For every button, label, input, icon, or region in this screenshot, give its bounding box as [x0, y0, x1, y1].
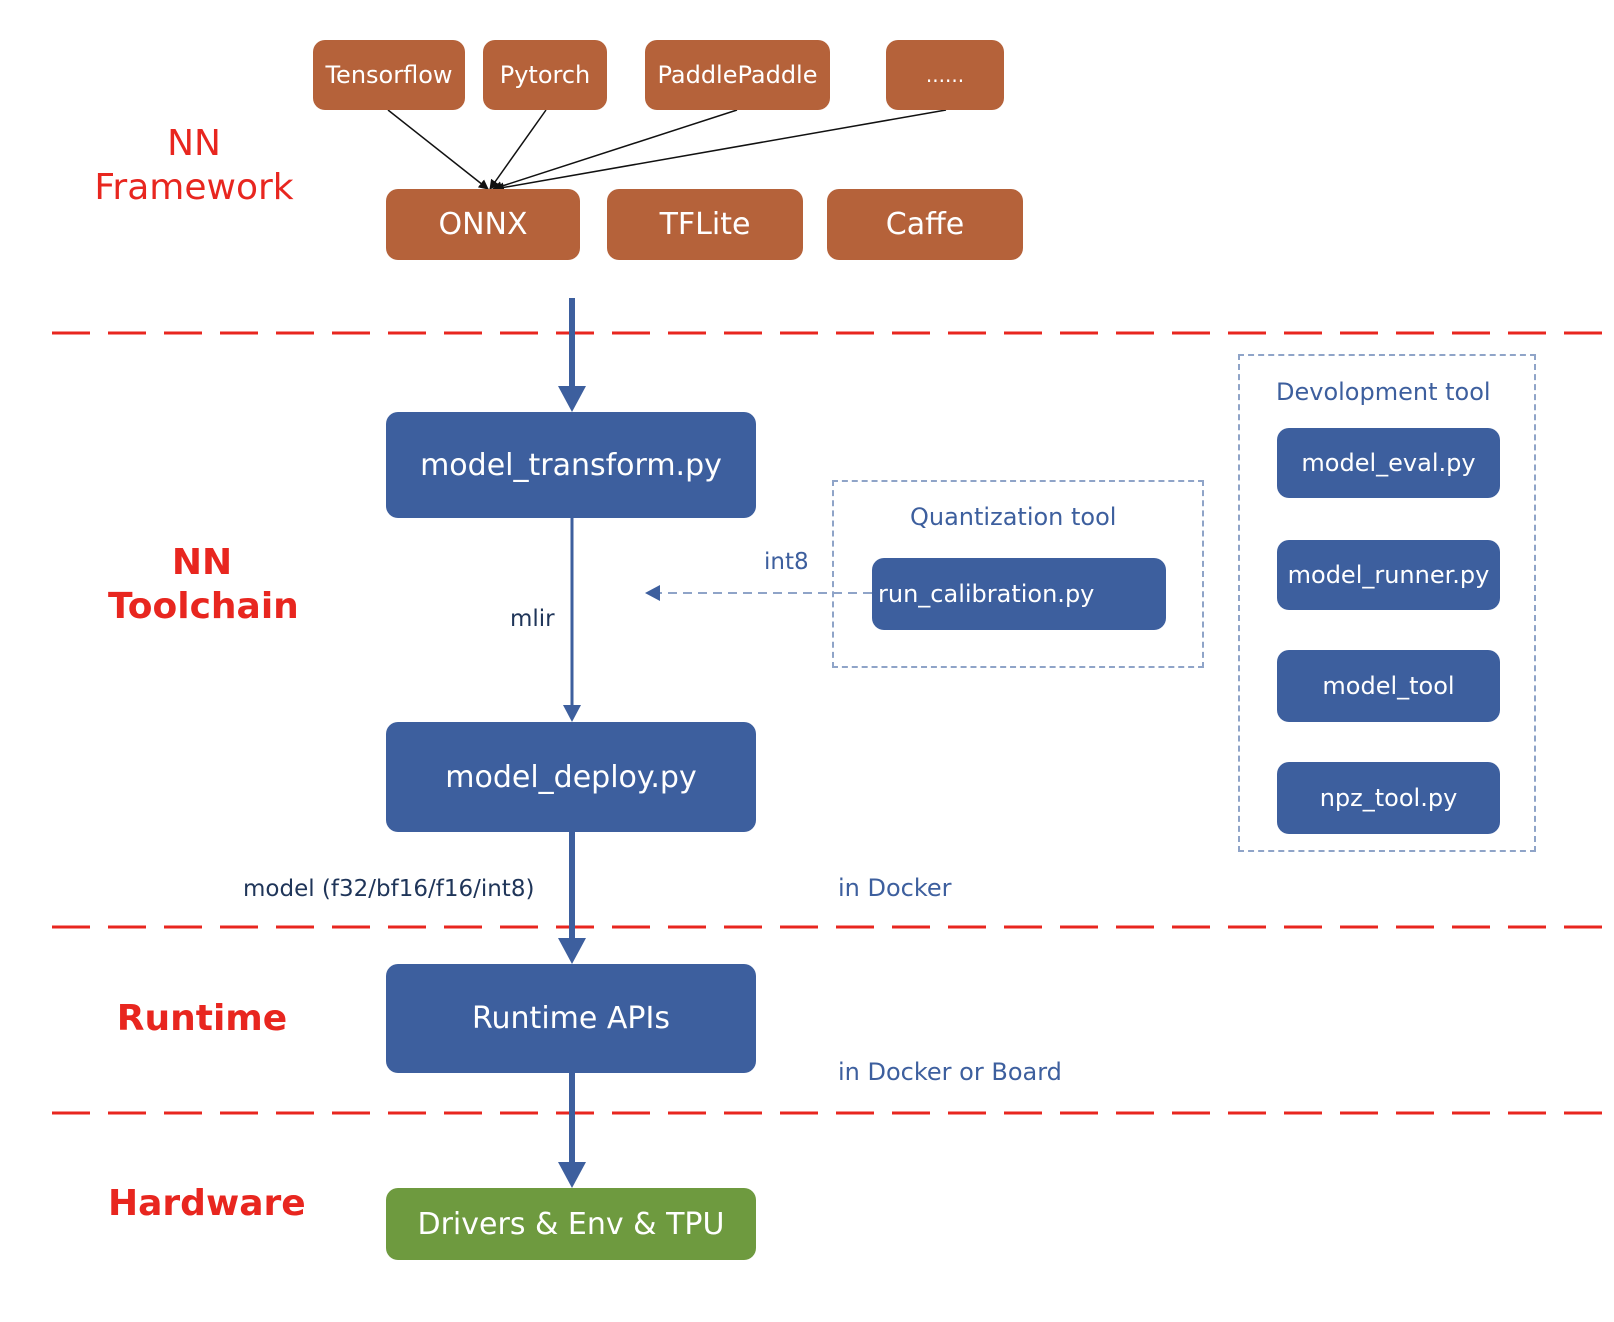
development-tool-group [1238, 354, 1536, 852]
arrow-tensorflow-onnx [387, 109, 489, 190]
runtime-box-apis: Runtime APIs [386, 964, 756, 1073]
quantization-tool-group [832, 480, 1204, 668]
int8-label: int8 [764, 549, 809, 575]
framework-box-tensorflow: Tensorflow [313, 40, 465, 110]
arrow-pytorch-onnx [489, 109, 547, 190]
devtool-box-npz-tool: npz_tool.py [1277, 762, 1500, 834]
layer-label-toolchain: NN Toolchain [108, 541, 299, 629]
layer-label-framework-line1: NN [167, 123, 221, 164]
arrowhead-deploy-runtime [558, 938, 586, 964]
framework-box-more: ...... [886, 40, 1004, 110]
layer-label-hardware: Hardware [108, 1183, 306, 1224]
arrow-more-onnx [494, 109, 947, 193]
hardware-box-drivers: Drivers & Env & TPU [386, 1188, 756, 1260]
toolchain-box-model-deploy: model_deploy.py [386, 722, 756, 832]
in-docker-or-board-label: in Docker or Board [838, 1058, 1062, 1086]
layer-label-framework: NN Framework [92, 122, 296, 210]
layer-label-toolchain-line2: Toolchain [108, 585, 299, 627]
development-tool-title: Devolopment tool [1276, 378, 1491, 406]
format-box-caffe: Caffe [827, 189, 1023, 260]
mlir-label: mlir [510, 606, 555, 632]
arrow-paddlepaddle-onnx [492, 109, 738, 191]
model-format-label: model (f32/bf16/f16/int8) [243, 876, 535, 902]
in-docker-label: in Docker [838, 874, 952, 902]
format-box-tflite: TFLite [607, 189, 803, 260]
layer-label-runtime: Runtime [116, 998, 288, 1039]
framework-box-paddlepaddle: PaddlePaddle [645, 40, 830, 110]
format-box-onnx: ONNX [386, 189, 580, 260]
arrowhead-calibration-mlir [645, 585, 660, 601]
arrowhead-formats-transform [558, 386, 586, 412]
devtool-box-model-tool: model_tool [1277, 650, 1500, 722]
framework-box-pytorch: Pytorch [483, 40, 607, 110]
quantization-box-run-calibration: run_calibration.py [872, 558, 1166, 630]
devtool-box-model-eval: model_eval.py [1277, 428, 1500, 498]
layer-label-toolchain-line1: NN [171, 542, 233, 583]
arrowhead-transform-deploy [563, 705, 581, 722]
layer-label-framework-line2: Framework [94, 166, 294, 208]
quantization-tool-title: Quantization tool [910, 503, 1117, 531]
devtool-box-model-runner: model_runner.py [1277, 540, 1500, 610]
arrowhead-runtime-hardware [558, 1162, 586, 1188]
toolchain-box-model-transform: model_transform.py [386, 412, 756, 518]
